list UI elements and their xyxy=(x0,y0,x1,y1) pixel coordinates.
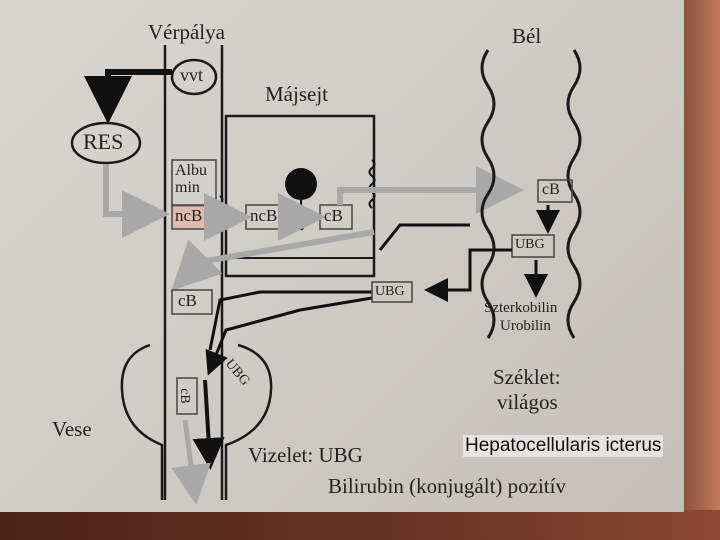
cb-liver-label: cB xyxy=(324,206,343,225)
kidney-right-lobe xyxy=(224,343,273,500)
cb-back-to-blood-arrow xyxy=(171,229,375,291)
res-to-albumin-arrow xyxy=(103,164,170,238)
ncb-blood-label: ncB xyxy=(175,206,203,225)
slide-bottom-band xyxy=(0,510,720,540)
cb-kidney-box xyxy=(176,377,198,415)
urine-flow-arrow xyxy=(192,379,225,470)
rbc-to-res-arrow xyxy=(84,69,172,124)
nucleus-dot xyxy=(285,168,317,200)
bilirubin-label: Bilirubin (konjugált) pozitív xyxy=(328,474,566,498)
gut-to-liver-line xyxy=(378,223,470,251)
rbc-label: vvt xyxy=(180,65,204,85)
ubg-portal-label: UBG xyxy=(375,284,405,299)
cb-gut-box xyxy=(537,179,573,203)
cb-blood-box xyxy=(171,289,213,315)
ubg-portal-box xyxy=(371,281,413,303)
cb-blood-label: cB xyxy=(178,291,197,310)
ncb-liver-label: ncB xyxy=(250,206,278,225)
bilirubin-metabolism-diagram xyxy=(70,45,582,505)
intestine-right-wall xyxy=(566,49,582,339)
ubg-gut-box xyxy=(511,234,555,258)
stool-color-label: világos xyxy=(497,390,558,414)
rbc-circle xyxy=(170,58,218,96)
slide-caption: Hepatocellularis icterus xyxy=(463,435,664,457)
stercobilin-label: Szterkobilin xyxy=(484,300,558,316)
transporter-squiggle-2 xyxy=(368,159,376,209)
intestine-left-wall xyxy=(480,49,496,339)
liver-cell-label: Májsejt xyxy=(265,82,328,106)
cb-to-gut-arrow xyxy=(337,166,524,214)
portal-to-kidney-line-1 xyxy=(208,290,372,351)
intestine-label: Bél xyxy=(512,24,542,48)
urine-grey-arrow xyxy=(171,419,211,505)
res-label: RES xyxy=(83,129,124,154)
kidney-left-lobe xyxy=(120,343,164,500)
stool-label: Széklet: xyxy=(493,365,561,389)
albumin-label: Albu min xyxy=(175,162,207,196)
kidney-label: Vese xyxy=(52,417,92,441)
urine-label: Vizelet: UBG xyxy=(248,443,363,467)
diagram-photo: Vérpálya Bél Májsejt vvt RES Albu min nc… xyxy=(0,0,684,512)
portal-to-kidney-line-2 xyxy=(205,296,373,376)
blood-label: Vérpálya xyxy=(148,20,225,44)
ubg-gut-label: UBG xyxy=(515,237,545,252)
urobilin-label: Urobilin xyxy=(500,318,551,334)
ubg-portal-return-line xyxy=(424,248,512,302)
cb-gut-label: cB xyxy=(542,181,560,198)
cb-kidney-label: cB xyxy=(176,388,192,404)
